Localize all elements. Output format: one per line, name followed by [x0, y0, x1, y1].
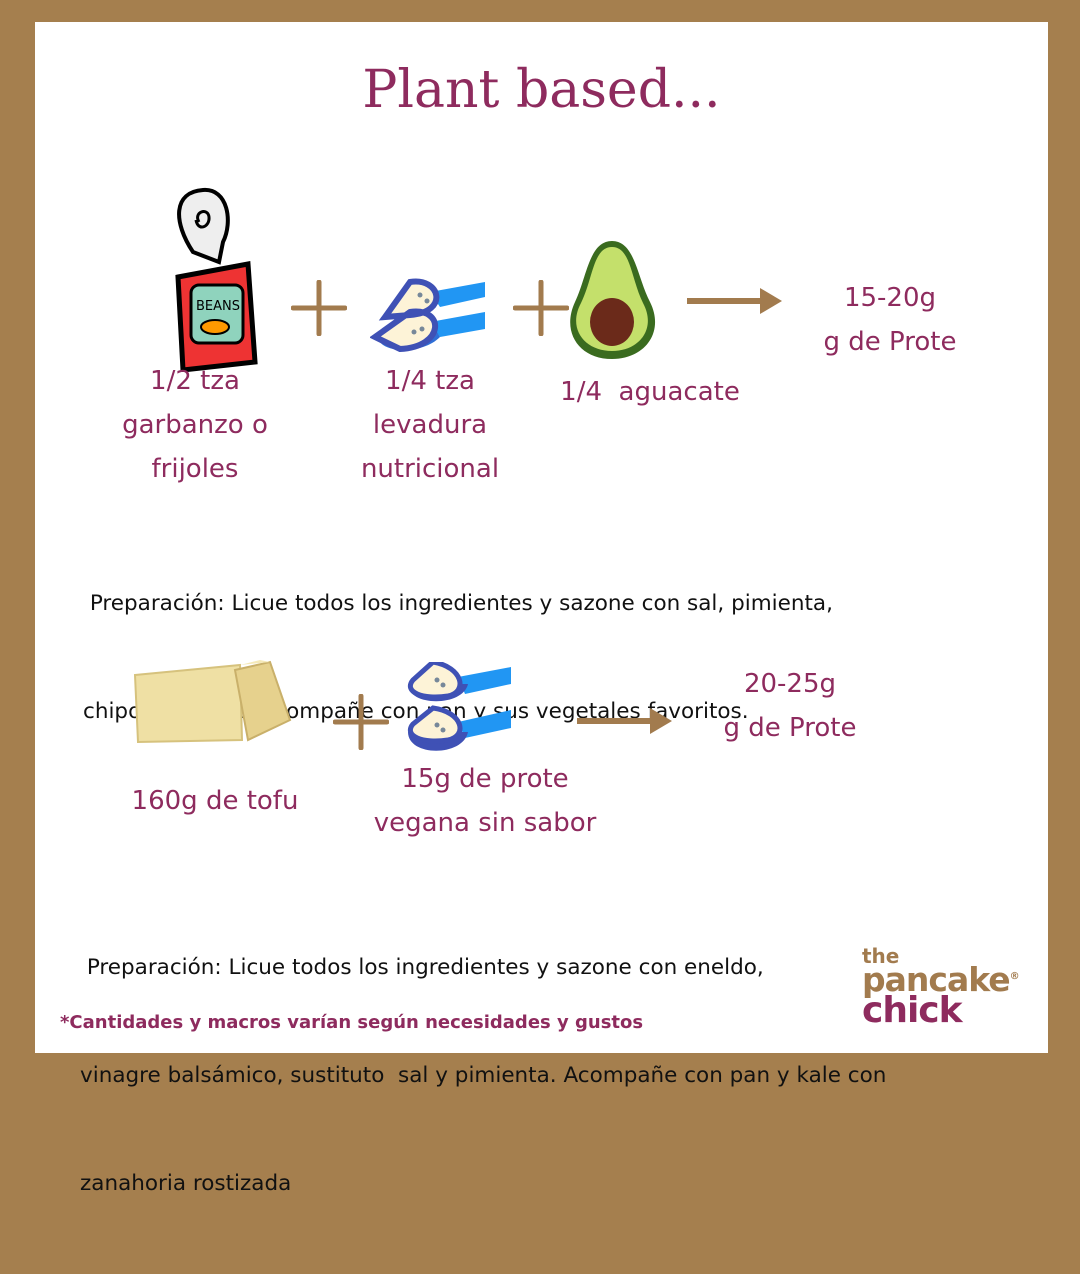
preparation-line: zanahoria rostizada: [80, 1171, 292, 1196]
plus-icon: [333, 694, 389, 750]
label-line: nutricional: [360, 454, 500, 484]
label-line: garbanzo o: [122, 410, 268, 440]
ingredient-label-tofu: 160g de tofu: [131, 786, 299, 816]
label-line: frijoles: [151, 454, 239, 484]
measuring-cups-icon: [408, 662, 511, 751]
plus-icon: [513, 280, 569, 336]
brand-logo: the pancake® chick: [862, 944, 1020, 1031]
ingredient-label-protein: 15g de prote vegana sin sabor: [335, 757, 635, 845]
arrow-right-icon: [577, 708, 672, 734]
can-label: BEANS: [196, 299, 240, 314]
logo-the: the: [862, 944, 900, 968]
ingredient-label-avocado: 1/4 aguacate: [560, 377, 740, 407]
tofu-icon: [133, 660, 292, 744]
page-title: Plant based...: [362, 60, 721, 120]
label-line: levadura: [372, 410, 488, 440]
avocado-icon: [570, 241, 656, 359]
protein-unit: g de Prote: [823, 327, 957, 357]
label-line: 1/4 tza: [385, 366, 475, 396]
logo-pancake: pancake: [862, 960, 1011, 999]
ingredient-label-yeast: 1/4 tza levadura nutricional: [330, 359, 530, 491]
label-line: vegana sin sabor: [373, 808, 597, 838]
preparation-line: vinagre balsámico, sustituto sal y pimie…: [80, 1063, 887, 1088]
registered-mark: ®: [1009, 971, 1020, 982]
footnote: *Cantidades y macros varían según necesi…: [60, 1012, 644, 1033]
label-line: 1/2 tza: [150, 366, 240, 396]
protein-unit: g de Prote: [723, 713, 857, 743]
label-line: 15g de prote: [401, 764, 569, 794]
preparation-line: Preparación: Licue todos los ingrediente…: [83, 591, 833, 616]
measuring-cups-icon: [370, 278, 485, 353]
protein-result-2: 20-25g g de Prote: [680, 662, 900, 750]
protein-range: 15-20g: [843, 283, 937, 313]
arrow-right-icon: [687, 288, 782, 314]
beans-can-icon: BEANS: [175, 187, 258, 372]
recipe-card: Plant based... BEANS 1/2 tza garbanzo o …: [35, 22, 1048, 1196]
protein-result-1: 15-20g g de Prote: [780, 276, 1000, 364]
logo-chick: chick: [862, 989, 963, 1031]
protein-range: 20-25g: [743, 669, 837, 699]
ingredient-label-beans: 1/2 tza garbanzo o frijoles: [95, 359, 295, 491]
preparation-line: Preparación: Licue todos los ingrediente…: [80, 955, 764, 980]
preparation-2: Preparación: Licue todos los ingrediente…: [80, 878, 886, 1274]
plus-icon: [291, 280, 347, 336]
